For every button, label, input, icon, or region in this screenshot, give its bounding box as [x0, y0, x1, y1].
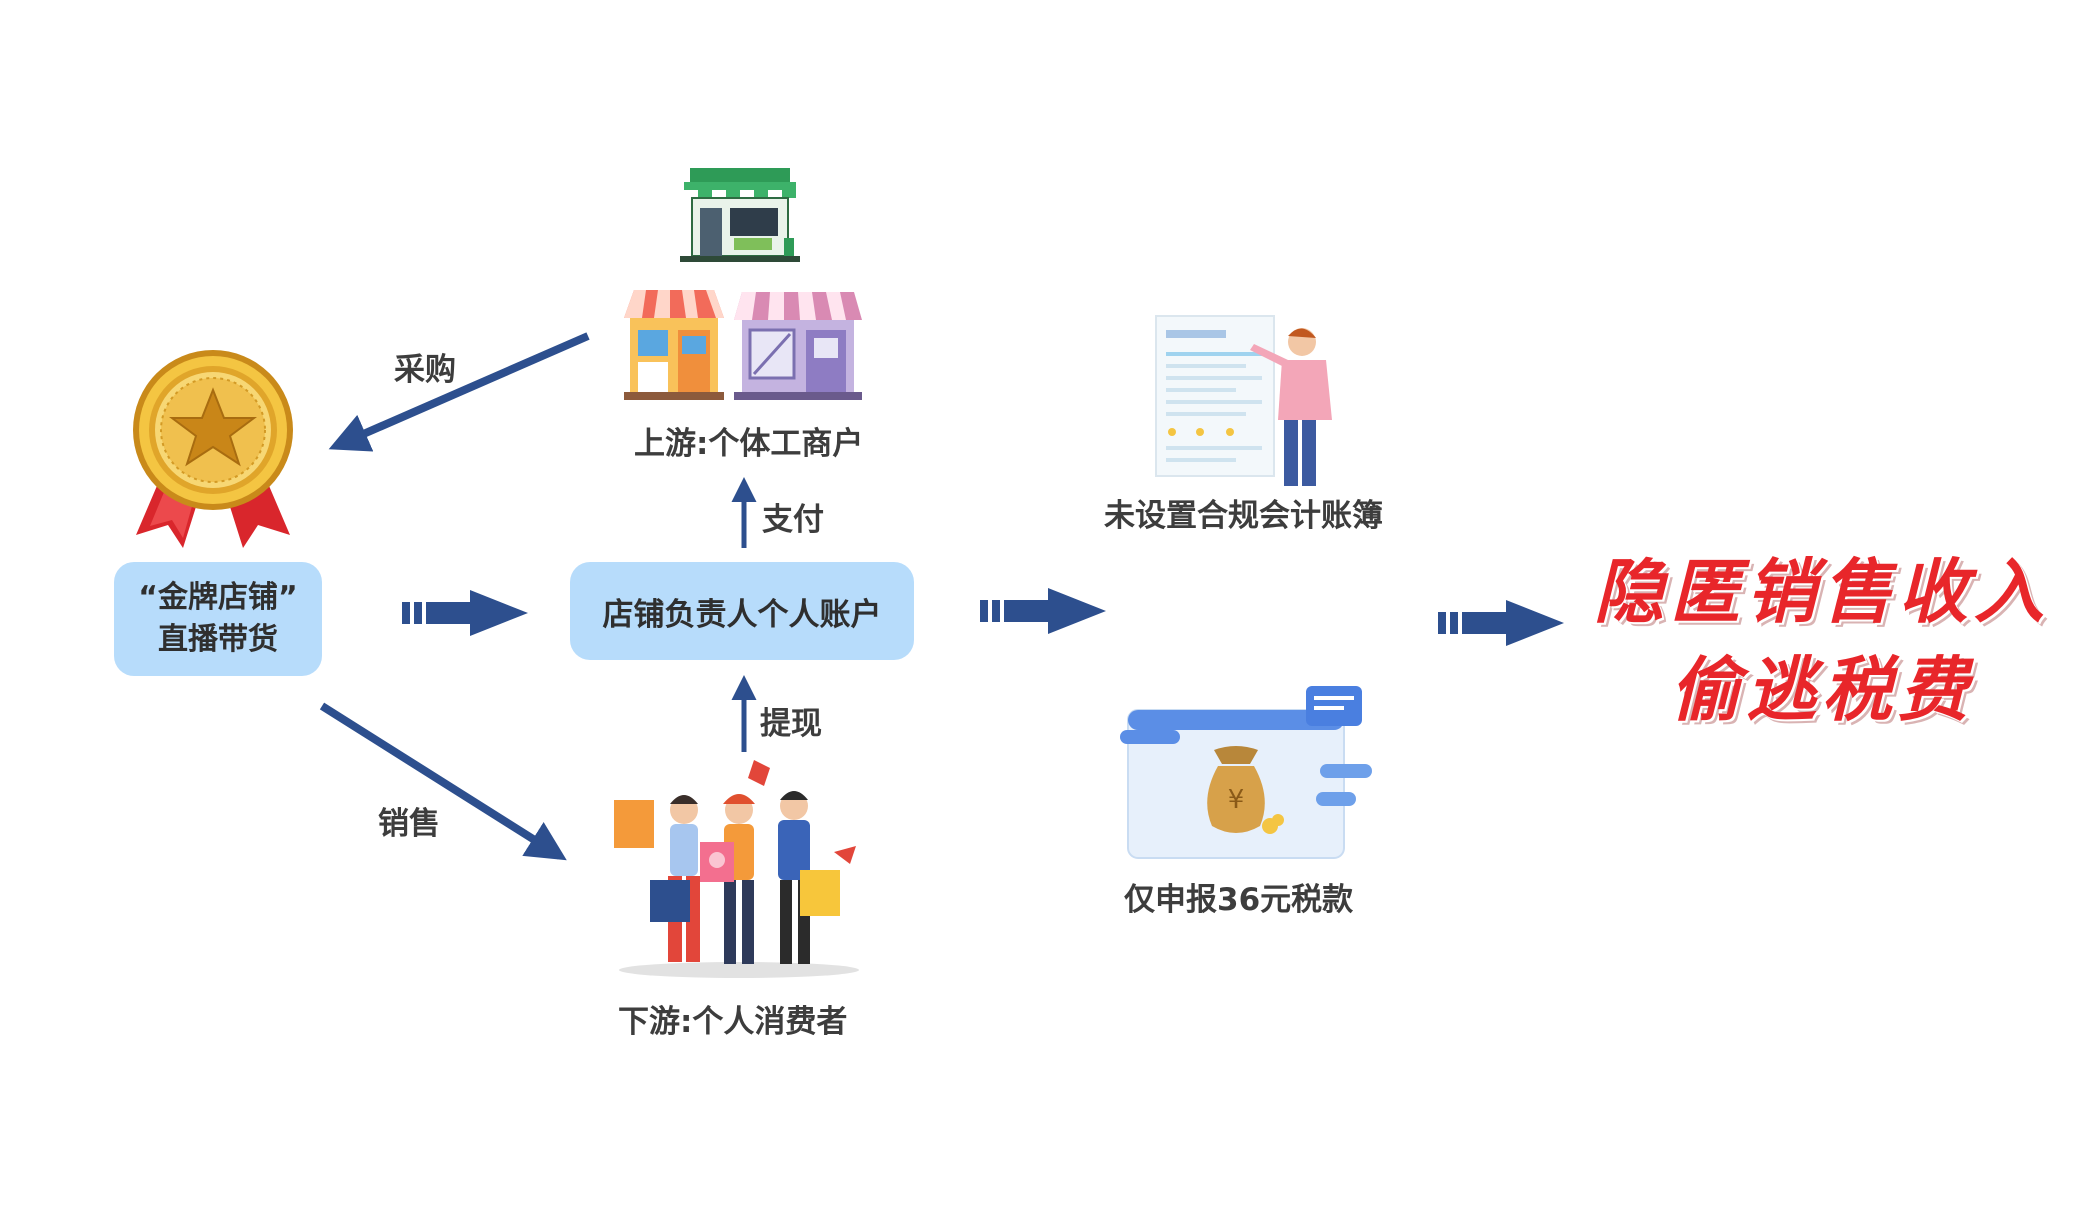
- ledger-presenter-icon: [1155, 315, 1332, 486]
- shop-purple-icon: [734, 292, 862, 400]
- block-arrow-2: [980, 588, 1106, 634]
- purchase-label: 采购: [394, 352, 456, 388]
- upstream-label: 上游:个体工商户: [634, 426, 864, 462]
- pay-label: 支付: [762, 502, 824, 538]
- gold-medal-icon: [133, 350, 293, 548]
- svg-text:¥: ¥: [1228, 785, 1245, 815]
- sales-arrow: [319, 702, 567, 861]
- gold-store-title: “金牌店铺”: [138, 580, 298, 615]
- gold-store-node: “金牌店铺” 直播带货: [114, 562, 322, 676]
- purchase-arrow: [328, 332, 590, 452]
- personal-account-label: 店铺负责人个人账户: [602, 596, 882, 633]
- sales-label: 销售: [378, 806, 440, 842]
- withdraw-label: 提现: [760, 706, 822, 742]
- shoppers-icon: [614, 760, 859, 978]
- shop-orange-icon: [624, 290, 724, 400]
- downstream-label: 下游:个人消费者: [618, 1004, 848, 1040]
- result-line-2: 偷逃税费: [1670, 649, 1974, 731]
- no-ledger-label: 未设置合规会计账簿: [1104, 498, 1383, 534]
- result-line-1: 隐匿销售收入: [1594, 551, 2050, 633]
- block-arrow-1: [402, 590, 528, 636]
- block-arrow-3: [1438, 600, 1564, 646]
- money-bag-window-icon: ¥: [1120, 686, 1372, 859]
- gold-store-subtitle: 直播带货: [158, 622, 278, 657]
- shop-green-icon: [680, 168, 800, 262]
- declared-tax-label: 仅申报36元税款: [1124, 882, 1354, 918]
- personal-account-node: 店铺负责人个人账户: [570, 562, 914, 660]
